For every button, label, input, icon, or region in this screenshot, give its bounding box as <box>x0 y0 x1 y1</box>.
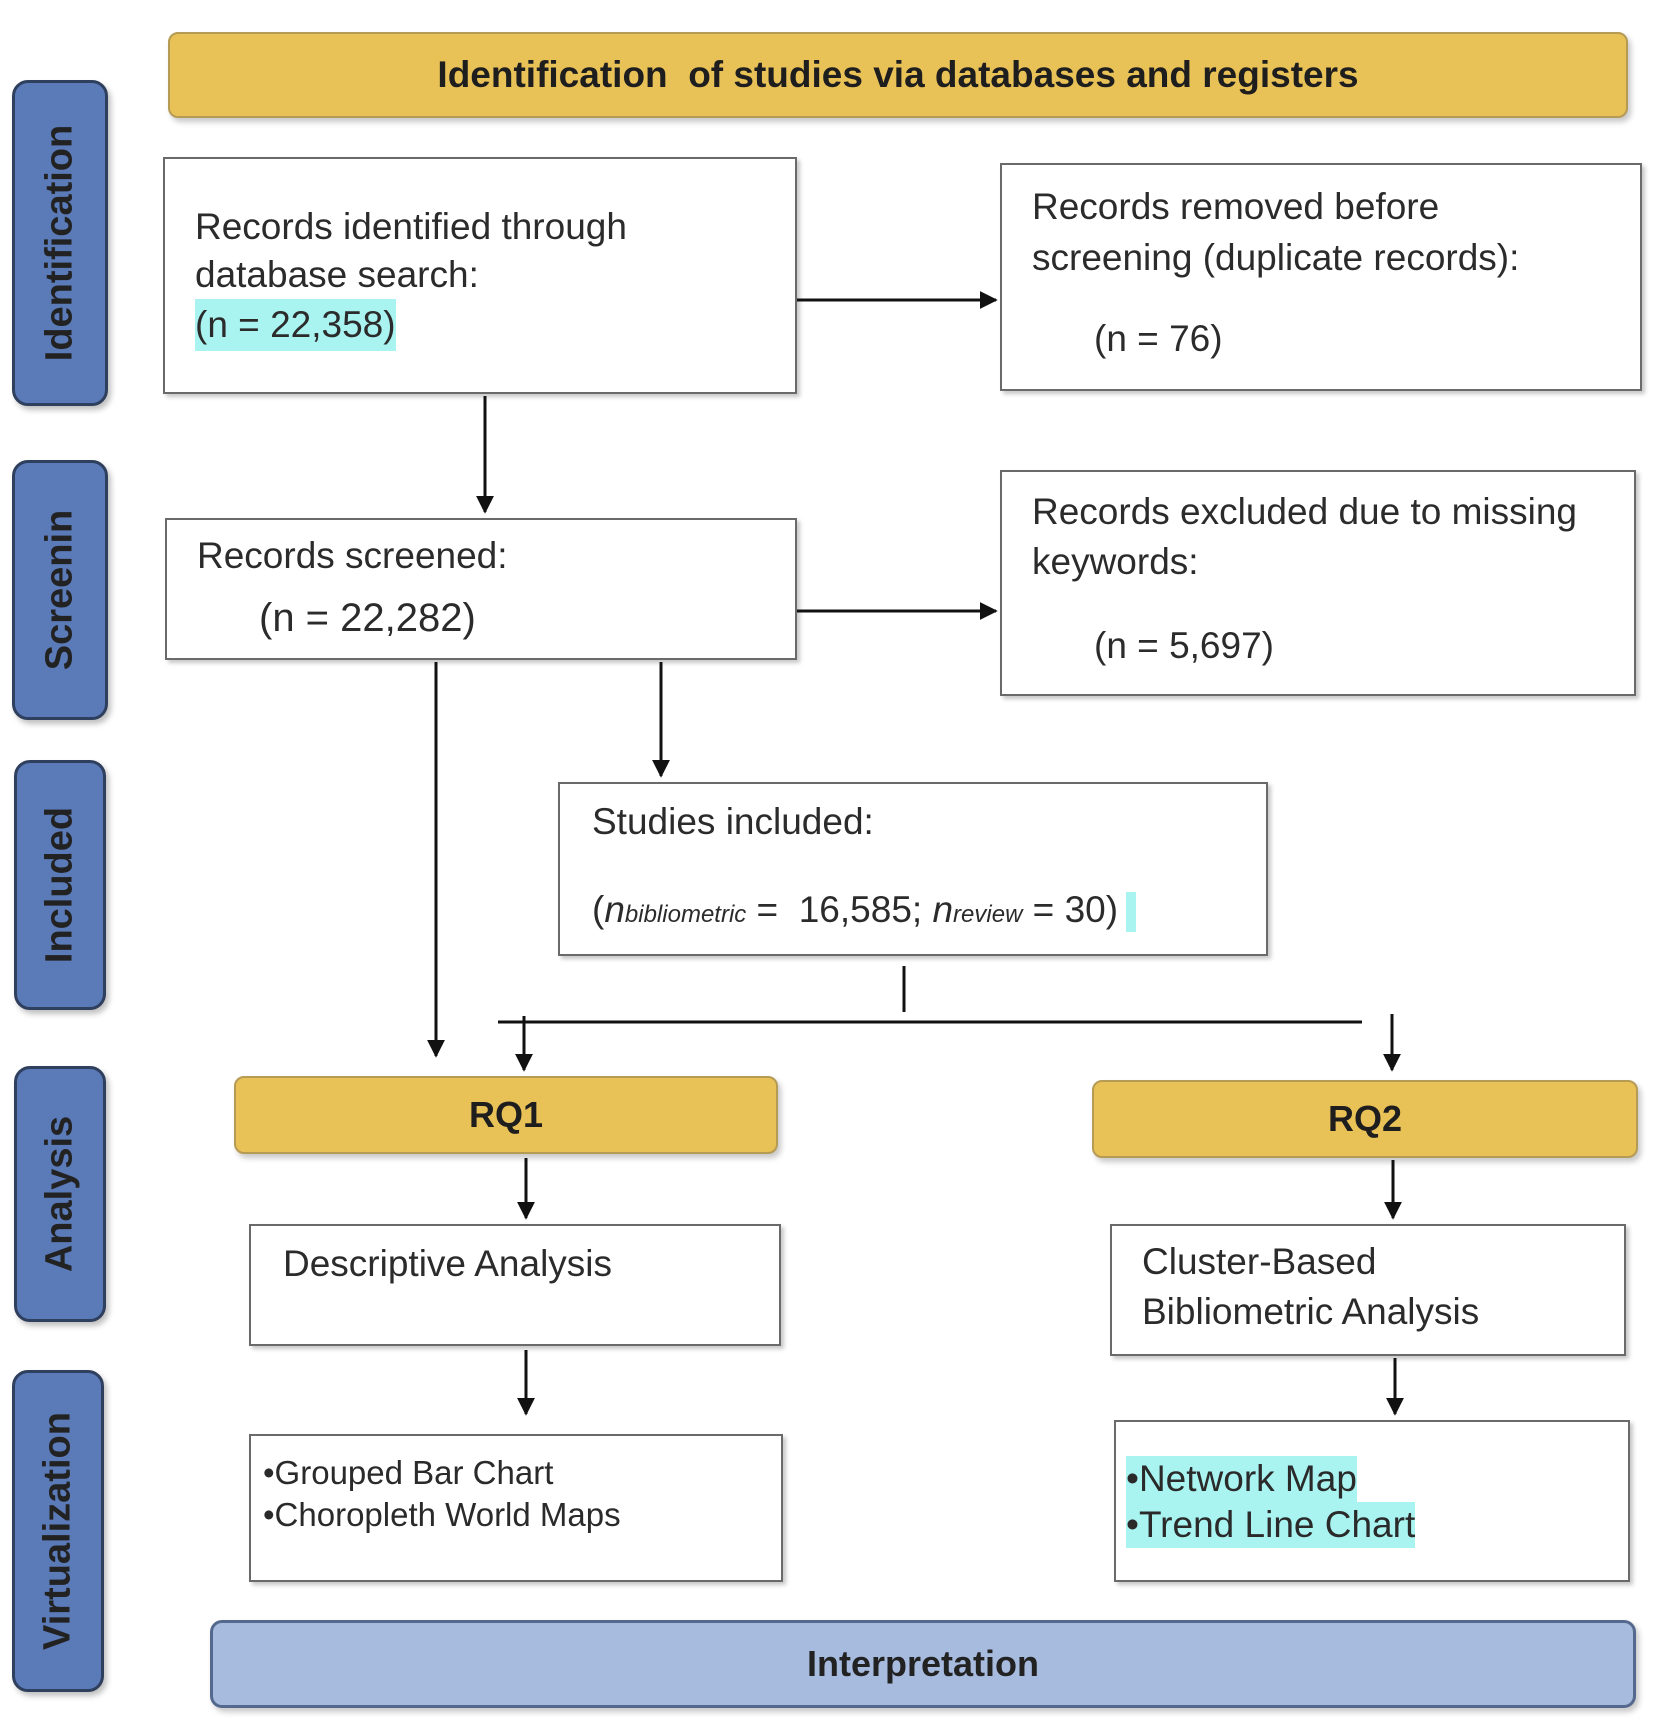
records-identified-line1: Records identified through <box>195 206 627 247</box>
studies-included-counts: (nbibliometric = 16,585; nreview = 30) <box>592 884 1137 941</box>
records-identified-box: Records identified through database sear… <box>163 157 797 394</box>
records-removed-line1: Records removed before <box>1032 186 1440 227</box>
rq1-banner: RQ1 <box>234 1076 778 1154</box>
header-title: Identification of studies via databases … <box>437 54 1359 95</box>
n-symbol-review: n <box>932 889 954 930</box>
rq2-viz-item: •Network Map <box>1126 1456 1357 1502</box>
stage-screening: Screenin <box>12 460 108 720</box>
interpretation-banner: Interpretation <box>210 1620 1636 1708</box>
records-identified-count: (n = 22,358) <box>195 299 396 351</box>
subscript-bibliometric: bibliometric <box>624 901 747 928</box>
stage-analysis: Analysis <box>14 1066 106 1322</box>
records-excluded-line1: Records excluded due to missing <box>1032 491 1578 532</box>
records-removed-line2: screening (duplicate records): <box>1032 237 1520 278</box>
records-removed-box: Records removed before screening (duplic… <box>1000 163 1642 391</box>
rq1-visualization-box: •Grouped Bar Chart •Choropleth World Map… <box>249 1434 783 1582</box>
records-excluded-count: (n = 5,697) <box>1094 625 1274 666</box>
cluster-analysis-line2: Bibliometric Analysis <box>1142 1291 1480 1332</box>
descriptive-analysis-label: Descriptive Analysis <box>283 1243 613 1284</box>
records-screened-line1: Records screened: <box>197 535 508 576</box>
count-review: = 30) <box>1022 889 1119 930</box>
cluster-analysis-box: Cluster-Based Bibliometric Analysis <box>1110 1224 1626 1356</box>
subscript-review: review <box>953 901 1023 928</box>
records-screened-count: (n = 22,282) <box>259 596 476 640</box>
rq2-viz-item: •Trend Line Chart <box>1126 1502 1416 1548</box>
rq1-viz-item: •Grouped Bar Chart <box>263 1454 554 1491</box>
stage-virtualization: Virtualization <box>12 1370 104 1692</box>
rq2-label: RQ2 <box>1327 1098 1403 1139</box>
studies-included-line1: Studies included: <box>592 801 874 842</box>
rq1-label: RQ1 <box>468 1094 544 1135</box>
stage-included: Included <box>14 760 106 1010</box>
interpretation-label: Interpretation <box>806 1643 1039 1684</box>
header-banner: Identification of studies via databases … <box>168 32 1628 118</box>
paren-open: ( <box>592 889 605 930</box>
studies-included-box: Studies included: (nbibliometric = 16,58… <box>558 782 1268 956</box>
cluster-analysis-line1: Cluster-Based <box>1142 1241 1377 1282</box>
records-removed-count: (n = 76) <box>1094 318 1223 359</box>
records-identified-line2: database search: <box>195 254 479 295</box>
highlight-mark <box>1126 892 1137 933</box>
rq1-viz-item: •Choropleth World Maps <box>263 1496 621 1533</box>
records-excluded-box: Records excluded due to missing keywords… <box>1000 470 1636 696</box>
stage-identification: Identification <box>12 80 108 406</box>
records-screened-box: Records screened: (n = 22,282) <box>165 518 797 660</box>
rq2-visualization-box: •Network Map •Trend Line Chart <box>1114 1420 1630 1582</box>
count-bibliometric: = 16,585; <box>746 889 933 930</box>
rq2-banner: RQ2 <box>1092 1080 1638 1158</box>
records-excluded-line2: keywords: <box>1032 541 1199 582</box>
n-symbol-bibliometric: n <box>604 889 625 930</box>
descriptive-analysis-box: Descriptive Analysis <box>249 1224 781 1346</box>
